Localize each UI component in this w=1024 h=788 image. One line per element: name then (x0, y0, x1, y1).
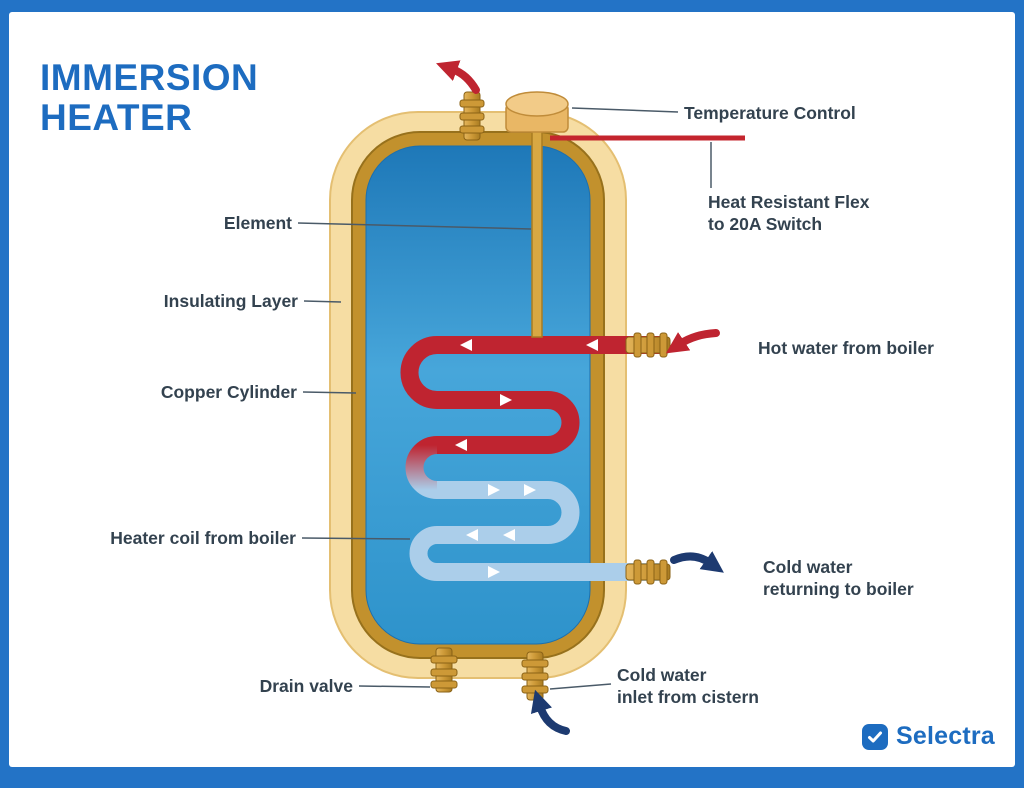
cold-water-return-arrow-icon (670, 551, 724, 573)
label-temperature-control: Temperature Control (684, 103, 856, 123)
hot-water-inlet-fitting (625, 332, 671, 358)
leader-copper-cylinder (302, 391, 357, 394)
label-insulating-layer: Insulating Layer (163, 291, 298, 311)
label-copper-cylinder: Copper Cylinder (160, 382, 297, 402)
label-heat-resistant-flex: Heat Resistant Flex to 20A Switch (708, 191, 869, 235)
page-title: IMMERSION HEATER (40, 58, 258, 138)
vent-arrow-icon (436, 60, 480, 94)
label-cold-water-returning-line2: returning to boiler (763, 579, 914, 599)
flow-arrow-left-icon (586, 339, 598, 351)
flow-arrow-right-icon (488, 566, 500, 578)
vent-fitting (459, 91, 485, 141)
leader-insulating-layer (303, 300, 342, 303)
drain-valve-fitting (430, 647, 458, 693)
flow-arrow-left-icon (460, 339, 472, 351)
title-line-2: HEATER (40, 96, 193, 138)
flow-arrow-right-icon (488, 484, 500, 496)
heater-coil-hot (400, 336, 664, 454)
label-cold-water-inlet: Cold water inlet from cistern (617, 664, 759, 708)
label-heat-resistant-flex-line2: to 20A Switch (708, 214, 823, 234)
heater-coil-transition (405, 436, 438, 499)
brand-logo: Selectra (862, 722, 995, 751)
cold-water-inlet-fitting (521, 651, 549, 701)
label-element: Element (223, 213, 292, 233)
brand-name: Selectra (896, 722, 995, 750)
flow-arrow-left-icon (455, 439, 467, 451)
label-hot-water-from-boiler: Hot water from boiler (758, 338, 934, 358)
flow-arrow-right-icon (500, 394, 512, 406)
title-line-1: IMMERSION (40, 57, 259, 98)
leader-temperature-control (571, 107, 679, 113)
flow-arrows (455, 339, 598, 578)
flow-arrow-right-icon (524, 484, 536, 496)
leader-element (297, 222, 532, 230)
flow-arrow-left-icon (503, 529, 515, 541)
cold-water-inlet-arrow-icon (530, 689, 570, 735)
label-cold-water-inlet-line1: Cold water (617, 665, 707, 685)
label-cold-water-inlet-line2: inlet from cistern (617, 687, 759, 707)
leader-cold-water-inlet (549, 683, 612, 690)
hot-water-arrow-icon (665, 329, 720, 354)
element-rod (531, 129, 543, 338)
heater-coil-cold (409, 481, 664, 581)
leader-heater-coil (301, 537, 411, 540)
label-heater-coil: Heater coil from boiler (110, 528, 296, 548)
selectra-check-icon (862, 723, 888, 750)
label-drain-valve: Drain valve (259, 676, 353, 696)
cold-water-return-fitting (625, 559, 671, 585)
leader-drain-valve (358, 685, 431, 688)
temperature-control-cap (505, 91, 569, 133)
label-cold-water-returning-line1: Cold water (763, 557, 853, 577)
leader-lines (297, 107, 712, 690)
label-cold-water-returning: Cold water returning to boiler (763, 556, 914, 600)
label-heat-resistant-flex-line1: Heat Resistant Flex (708, 192, 870, 212)
flow-arrow-left-icon (466, 529, 478, 541)
